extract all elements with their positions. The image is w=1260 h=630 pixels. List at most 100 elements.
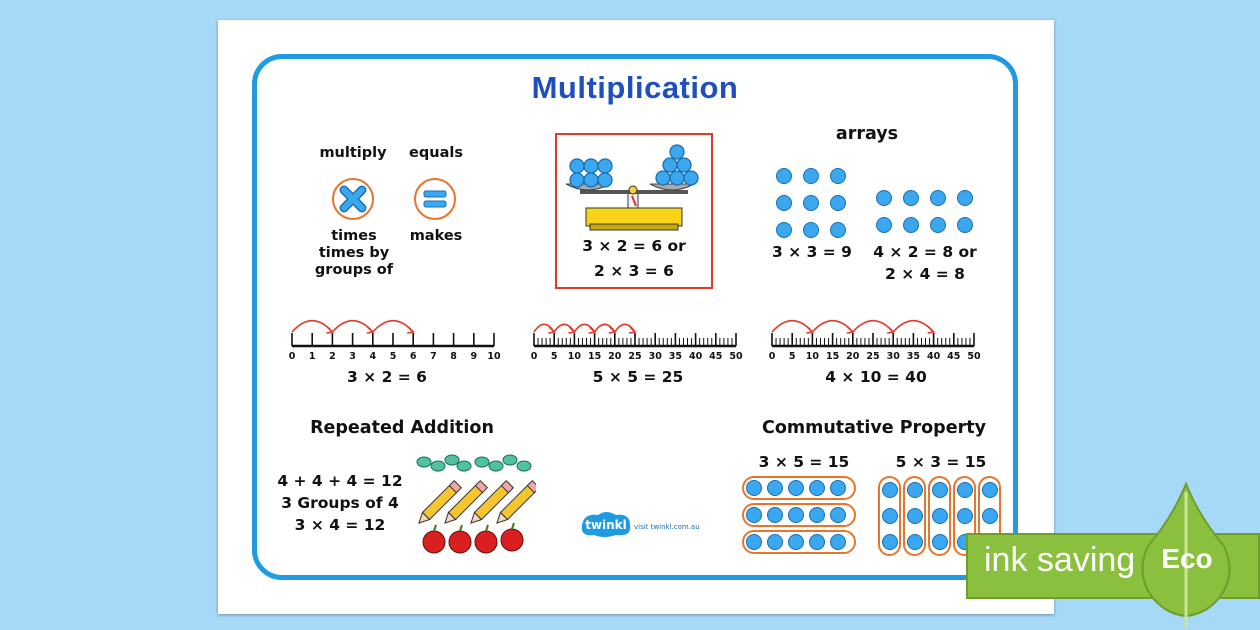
repeated-addition-line2: 3 Groups of 4 bbox=[281, 494, 399, 512]
group-dot bbox=[746, 480, 762, 496]
jump-arc bbox=[852, 319, 894, 333]
five-groups-of-three bbox=[878, 476, 1004, 556]
number-line-tick-label: 4 bbox=[369, 351, 376, 362]
group-dot bbox=[746, 507, 762, 523]
array-dot bbox=[830, 222, 846, 238]
number-line-tick-label: 15 bbox=[588, 351, 601, 362]
array-dot bbox=[830, 168, 846, 184]
group-dot bbox=[830, 507, 846, 523]
number-line-2-equation: 5 × 5 = 25 bbox=[592, 368, 684, 386]
jump-arrowhead bbox=[588, 326, 597, 334]
balance-scale-box bbox=[555, 133, 713, 289]
group-dot bbox=[788, 480, 804, 496]
commutative-right-equation: 5 × 3 = 15 bbox=[895, 453, 987, 471]
makes-label: makes bbox=[409, 228, 463, 244]
number-line-1-equation: 3 × 2 = 6 bbox=[347, 368, 427, 386]
three-groups-of-five bbox=[742, 476, 858, 556]
array1-equation: 3 × 3 = 9 bbox=[772, 243, 852, 261]
apple-icons bbox=[422, 528, 524, 554]
leaf-icon bbox=[1141, 482, 1231, 628]
array-dot bbox=[930, 190, 946, 206]
group-dot bbox=[882, 534, 898, 550]
number-line-tick-label: 7 bbox=[430, 351, 437, 362]
commutative-heading: Commutative Property bbox=[762, 418, 986, 438]
number-line-tick-label: 6 bbox=[410, 351, 417, 362]
equals-label: equals bbox=[409, 145, 463, 161]
jump-arrowhead bbox=[548, 326, 556, 334]
array2-equation-line2: 2 × 4 = 8 bbox=[885, 265, 965, 283]
number-line-tick-label: 15 bbox=[826, 351, 839, 362]
jump-arrowhead bbox=[608, 326, 617, 334]
number-line-tick-label: 20 bbox=[608, 351, 622, 362]
number-line-tick-label: 0 bbox=[531, 351, 538, 362]
balance-equation-line2: 2 × 3 = 6 bbox=[594, 262, 674, 280]
array-dot bbox=[830, 195, 846, 211]
groups-of-label: groups of bbox=[314, 262, 394, 278]
group-dot bbox=[830, 480, 846, 496]
group-dot bbox=[809, 480, 825, 496]
number-line-tick-label: 0 bbox=[289, 351, 296, 362]
eco-badge-label: ink saving bbox=[984, 541, 1136, 579]
array-dot bbox=[776, 168, 792, 184]
jump-arc bbox=[291, 319, 333, 333]
jump-arc bbox=[771, 319, 813, 333]
number-line-tick-label: 50 bbox=[729, 351, 743, 362]
number-line-tick-label: 3 bbox=[349, 351, 356, 362]
repeated-addition-line1: 4 + 4 + 4 = 12 bbox=[277, 472, 403, 490]
number-line-tick-label: 50 bbox=[967, 351, 981, 362]
group-dot bbox=[932, 534, 948, 550]
commutative-left-equation: 3 × 5 = 15 bbox=[758, 453, 850, 471]
balance-equation-line1: 3 × 2 = 6 or bbox=[582, 237, 686, 255]
group-dot bbox=[767, 534, 783, 550]
number-line-tick-label: 9 bbox=[470, 351, 477, 362]
array-dot bbox=[957, 217, 973, 233]
array-dot bbox=[903, 190, 919, 206]
number-line-tick-label: 5 bbox=[390, 351, 397, 362]
number-line-tick-label: 10 bbox=[568, 351, 582, 362]
number-line-tick-label: 5 bbox=[551, 351, 558, 362]
jump-arrowhead bbox=[407, 326, 415, 334]
equals-sign-icon bbox=[414, 178, 456, 220]
group-dot bbox=[932, 508, 948, 524]
array-dot bbox=[776, 195, 792, 211]
worksheet-border bbox=[252, 54, 1018, 580]
times-by-label: times by bbox=[318, 245, 390, 261]
array-dot bbox=[803, 222, 819, 238]
group-dot bbox=[907, 482, 923, 498]
array-dot bbox=[957, 190, 973, 206]
group-dot bbox=[957, 508, 973, 524]
svg-text:visit twinkl.com.au: visit twinkl.com.au bbox=[634, 523, 700, 531]
group-dot bbox=[932, 482, 948, 498]
number-line-tick-label: 30 bbox=[887, 351, 901, 362]
group-dot bbox=[788, 507, 804, 523]
group-dot bbox=[788, 534, 804, 550]
twinkl-logo: twinkl visit twinkl.com.au bbox=[581, 512, 700, 537]
number-line-tick-label: 40 bbox=[927, 351, 941, 362]
array-2x4 bbox=[876, 190, 976, 236]
jump-arrowhead bbox=[568, 326, 577, 334]
number-line-tick-label: 35 bbox=[669, 351, 682, 362]
group-dot bbox=[830, 534, 846, 550]
number-line-3-equation: 4 × 10 = 40 bbox=[825, 368, 927, 386]
number-line-tick-label: 25 bbox=[866, 351, 879, 362]
number-line-tick-label: 2 bbox=[329, 351, 336, 362]
number-line-tick-label: 20 bbox=[846, 351, 860, 362]
arrays-heading: arrays bbox=[835, 124, 899, 144]
jump-arrowhead bbox=[366, 326, 375, 334]
balance-scale-icon bbox=[565, 144, 699, 231]
jump-arc bbox=[372, 319, 414, 333]
group-dot bbox=[982, 508, 998, 524]
group-dot bbox=[767, 507, 783, 523]
jump-arrowhead bbox=[846, 326, 855, 334]
jump-arrowhead bbox=[887, 326, 895, 334]
number-line-tick-label: 45 bbox=[709, 351, 722, 362]
jump-arc bbox=[811, 319, 854, 333]
eco-badge-word: Eco bbox=[1161, 543, 1213, 574]
multiply-label: multiply bbox=[319, 145, 387, 161]
array-dot bbox=[903, 217, 919, 233]
group-dot bbox=[809, 534, 825, 550]
array-dot bbox=[876, 217, 892, 233]
jump-arc bbox=[892, 319, 935, 333]
